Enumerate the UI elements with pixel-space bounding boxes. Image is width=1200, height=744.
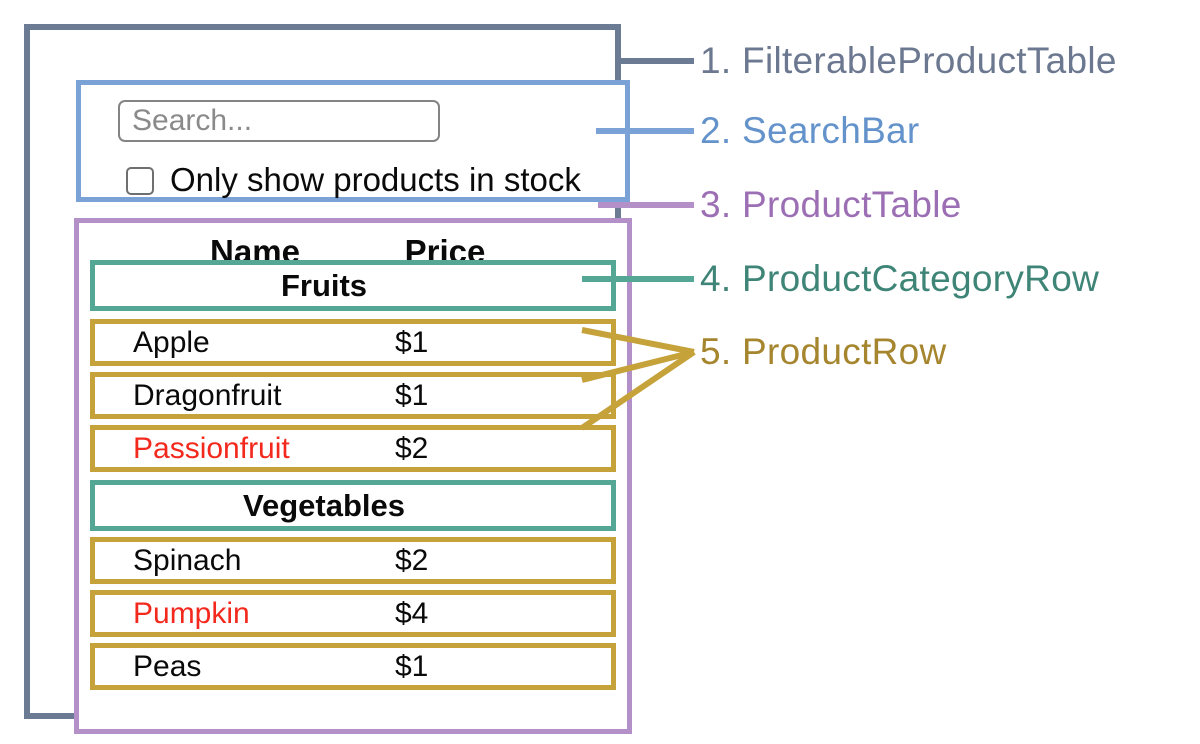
product-row: Apple $1 (90, 319, 616, 366)
product-row: Peas $1 (90, 643, 616, 690)
in-stock-checkbox[interactable] (126, 167, 154, 195)
product-name: Dragonfruit (133, 378, 282, 412)
product-category-row: Vegetables (90, 480, 616, 531)
product-price: $1 (395, 649, 429, 683)
product-price: $1 (395, 378, 429, 412)
product-name: Peas (133, 649, 202, 683)
legend-search-bar: 2. SearchBar (700, 110, 920, 151)
filterable-product-table-box: Only show products in stock Name Price F… (24, 24, 632, 734)
product-row: Dragonfruit $1 (90, 372, 616, 419)
legend-product-category-row: 4. ProductCategoryRow (700, 258, 1100, 299)
category-label: Fruits (280, 267, 368, 303)
in-stock-checkbox-label: Only show products in stock (170, 161, 581, 198)
category-label: Vegetables (243, 487, 405, 523)
product-row: Spinach $2 (90, 537, 616, 584)
product-name: Passionfruit (133, 431, 290, 465)
product-name: Spinach (133, 543, 242, 577)
legend-product-row: 5. ProductRow (700, 331, 947, 372)
product-name: Pumpkin (133, 596, 250, 630)
product-name: Apple (133, 325, 210, 359)
product-row: Pumpkin $4 (90, 590, 616, 637)
product-price: $2 (395, 543, 429, 577)
product-row: Passionfruit $2 (90, 425, 616, 472)
legend-product-table: 3. ProductTable (700, 184, 962, 225)
product-category-row: Fruits (90, 260, 616, 311)
product-price: $2 (395, 431, 429, 465)
product-price: $1 (395, 325, 429, 359)
product-price: $4 (395, 596, 429, 630)
legend-filterable-product-table: 1. FilterableProductTable (700, 40, 1117, 81)
search-input[interactable] (118, 100, 440, 142)
